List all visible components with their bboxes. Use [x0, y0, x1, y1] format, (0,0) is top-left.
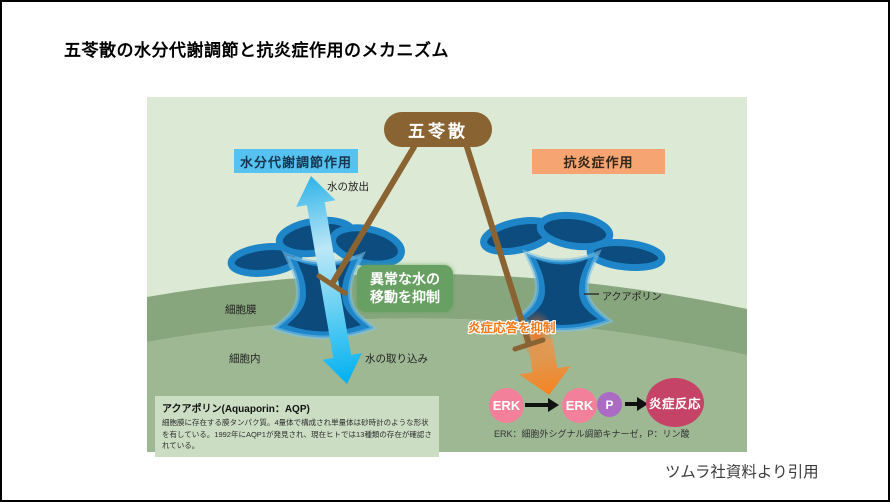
erk-footnote: ERK：細胞外シグナル調節キナーゼ，P：リン酸 — [494, 429, 690, 439]
inflammation-response-node: 炎症反応 — [646, 378, 704, 427]
cell-interior-label: 細胞内 — [229, 353, 261, 365]
goreisan-inhibit-line-right — [464, 144, 532, 347]
erk-arrow-1 — [525, 403, 548, 407]
abnormal-water-badge-line1: 異常な水の — [370, 271, 440, 287]
aquaporin-cluster-right — [480, 211, 666, 332]
phosphate-node: P — [597, 392, 622, 417]
goreisan-pill: 五苓散 — [384, 112, 492, 147]
aquaporin-callout-label: アクアポリン — [602, 292, 662, 303]
aqp-info-title: アクアポリン(Aquaporin：AQP) — [162, 404, 310, 415]
abnormal-water-badge: 異常な水の 移動を抑制 — [357, 265, 453, 313]
inhibit-bar-left — [316, 273, 348, 296]
mechanism-diagram: 五苓散 水分代謝調節作用 抗炎症作用 水の放出 水の取り込み 細胞膜 細胞内 異… — [147, 97, 747, 457]
aquaporin-monomer — [586, 238, 666, 272]
goreisan-inhibit-line-left — [329, 144, 417, 287]
aqp-info-box: アクアポリン(Aquaporin：AQP) 細胞膜に存在する膜タンパク質。4量体… — [155, 396, 439, 457]
erk-node: ERK — [489, 388, 524, 423]
inflammation-suppress-label: 炎症応答を抑制 — [468, 321, 556, 335]
erk-phosphorylated-node: ERK — [562, 388, 597, 423]
anti-inflammatory-heading: 抗炎症作用 — [532, 149, 665, 174]
water-metabolism-heading: 水分代謝調節作用 — [234, 149, 358, 173]
aqp-info-body: 細胞膜に存在する膜タンパク質。4量体で構成され単量体は砂時計のような形状を有して… — [162, 418, 432, 451]
aquaporin-channel-right-pore — [526, 259, 598, 325]
water-uptake-label: 水の取り込み — [365, 353, 428, 365]
page-title: 五苓散の水分代謝調節と抗炎症作用のメカニズム — [64, 41, 449, 60]
inflammation-arrow — [519, 338, 571, 395]
aquaporin-monomer — [536, 211, 614, 251]
cell-membrane-label: 細胞膜 — [225, 304, 257, 316]
inhibit-bar-right — [512, 337, 546, 352]
citation: ツムラ社資料より引用 — [665, 464, 819, 481]
water-release-label: 水の放出 — [327, 181, 369, 193]
abnormal-water-badge-line2: 移動を抑制 — [370, 289, 440, 306]
erk-arrow-2 — [625, 402, 637, 406]
